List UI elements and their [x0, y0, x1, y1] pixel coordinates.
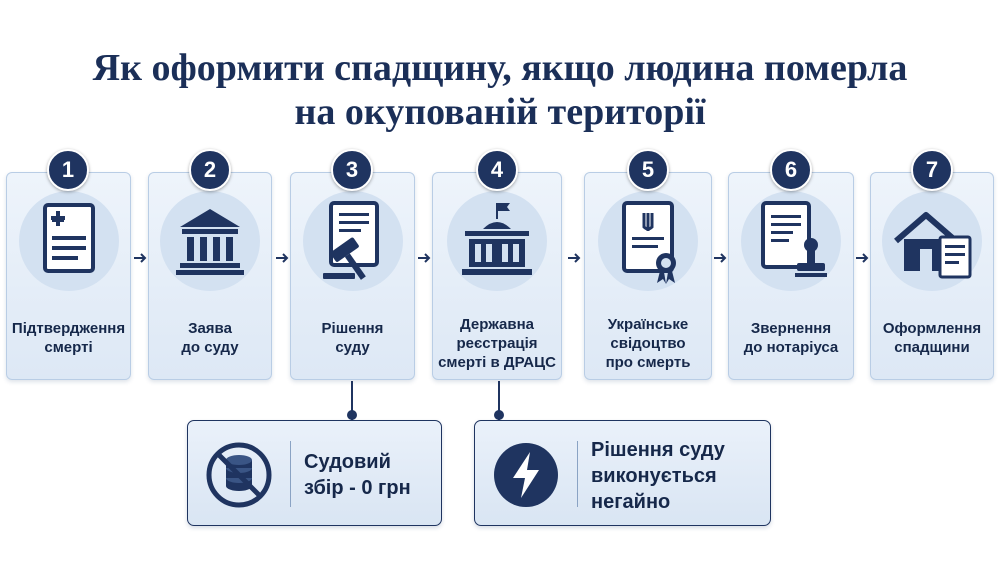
title-line-1: Як оформити спадщину, якщо людина померл…: [92, 47, 908, 89]
step-1-card: Підтвердження смерті: [6, 172, 131, 380]
step-5-card: Українське свідоцтво про смерть: [584, 172, 712, 380]
step-7-number-badge: 7: [911, 149, 953, 191]
step-5-label: Українське свідоцтво про смерть: [605, 316, 691, 371]
government-building-icon: [447, 191, 547, 291]
note-divider: [290, 441, 291, 507]
page-title: Як оформити спадщину, якщо людина померл…: [0, 46, 1000, 134]
title-line-2: на окупованій території: [294, 91, 706, 133]
step-3-card: Рішення суду: [290, 172, 415, 380]
step-4-label: Державна реєстрація смерті в ДРАЦС: [438, 316, 556, 371]
arrow-right-icon: [854, 250, 870, 266]
connector-line: [351, 381, 353, 420]
medical-document-icon: [18, 191, 119, 291]
step-2-label: Заява до суду: [181, 320, 239, 356]
step-4-card: Державна реєстрація смерті в ДРАЦС: [432, 172, 562, 380]
courthouse-icon: [160, 191, 260, 291]
step-2-card: Заява до суду: [148, 172, 272, 380]
arrow-right-icon: [132, 250, 148, 266]
note-divider: [577, 441, 578, 507]
connector-dot: [494, 410, 504, 420]
note-court-fee-text: Судовий збір - 0 грн: [304, 451, 411, 499]
step-7-card: Оформлення спадщини: [870, 172, 994, 380]
step-1-number-badge: 1: [47, 149, 89, 191]
lightning-icon: [494, 443, 558, 507]
step-7-label: Оформлення спадщини: [882, 320, 982, 356]
step-3-label: Рішення суду: [321, 320, 384, 356]
step-4-number-badge: 4: [476, 149, 518, 191]
certificate-icon: [598, 191, 698, 291]
arrow-right-icon: [274, 250, 290, 266]
connector-dot: [347, 410, 357, 420]
arrow-right-icon: [712, 250, 728, 266]
no-fee-icon: [206, 442, 272, 508]
connector-line: [498, 381, 500, 420]
step-3-number-badge: 3: [331, 149, 373, 191]
step-1-label: Підтвердження смерті: [11, 320, 126, 356]
note-immediate-execution: Рішення суду виконується негайно: [474, 420, 771, 526]
note-immediate-execution-text: Рішення суду виконується негайно: [591, 439, 725, 513]
arrow-right-icon: [416, 250, 432, 266]
step-6-label: Звернення до нотаріуса: [743, 320, 839, 356]
house-document-icon: [882, 191, 982, 291]
step-6-number-badge: 6: [770, 149, 812, 191]
note-court-fee: Судовий збір - 0 грн: [187, 420, 442, 526]
step-5-number-badge: 5: [627, 149, 669, 191]
step-2-number-badge: 2: [189, 149, 231, 191]
arrow-right-icon: [566, 250, 582, 266]
step-6-card: Звернення до нотаріуса: [728, 172, 854, 380]
gavel-document-icon: [302, 191, 403, 291]
notary-stamp-icon: [741, 191, 841, 291]
